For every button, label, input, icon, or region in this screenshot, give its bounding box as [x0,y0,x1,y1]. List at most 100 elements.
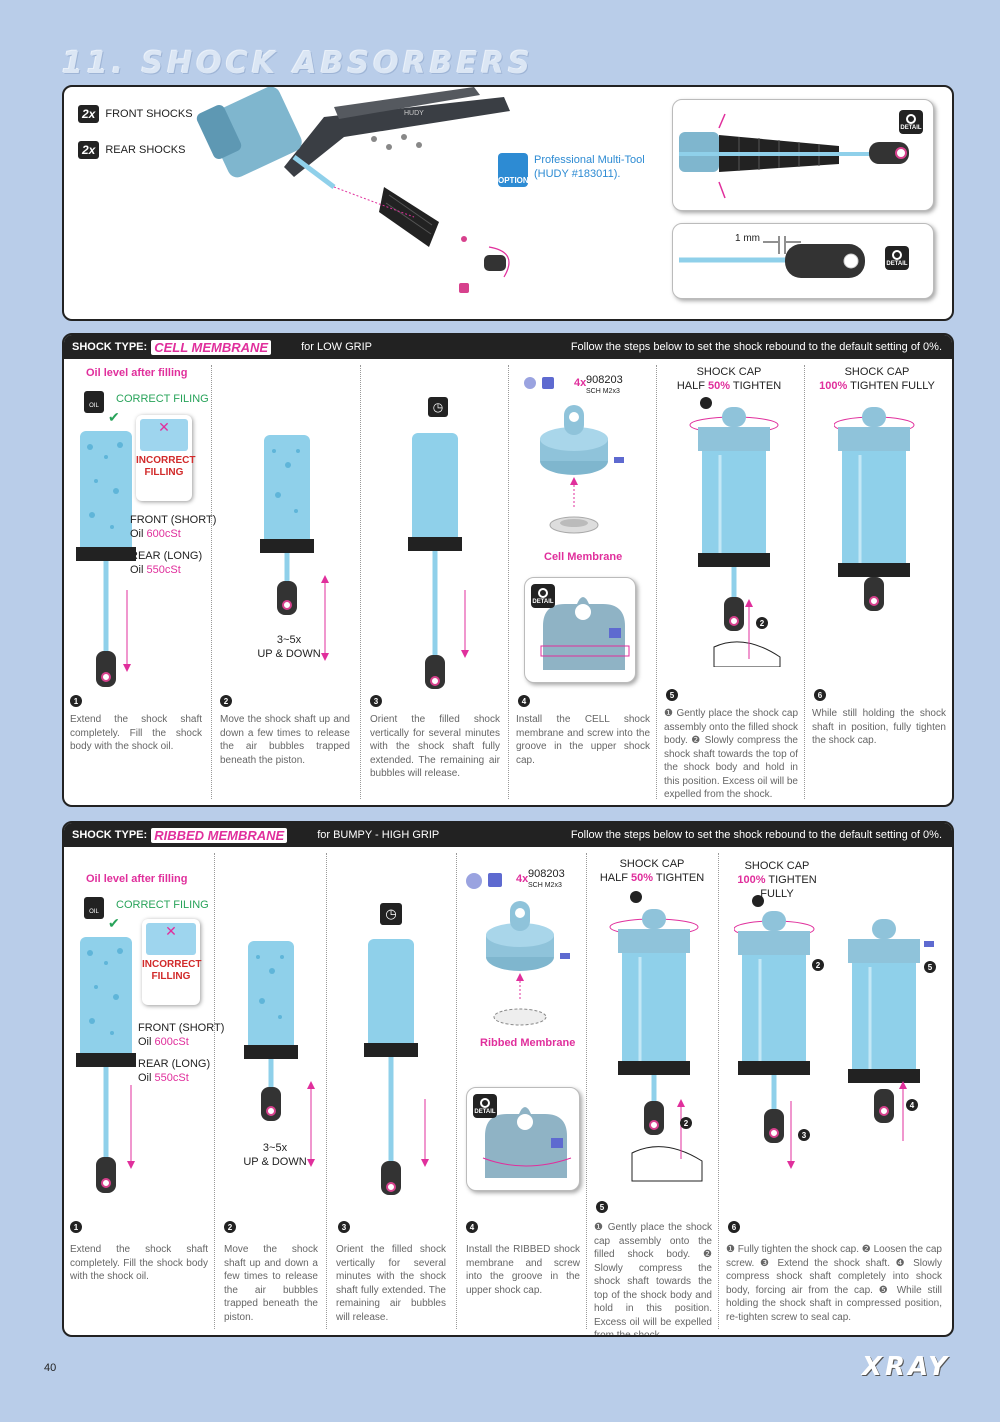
step-5-text: ❶ Gently place the shock cap assembly on… [594,1222,712,1337]
cap-full-heading: SHOCK CAP 100% TIGHTEN FULLY [737,860,817,900]
shock-type-desc: for LOW GRIP [301,341,372,353]
incorrect-filling-box: ✕ INCORRECT FILLING [142,919,201,1005]
cell-section-header: SHOCK TYPE: CELL MEMBRANE for LOW GRIP F… [64,335,952,359]
option-multitool: OPTION Professional Multi-Tool (HUDY #18… [498,153,645,187]
incorrect-line-2: FILLING [144,467,184,478]
front-short-label: FRONT (SHORT) Oil 600cSt [130,514,217,540]
cell-membrane-label: Cell Membrane [544,551,623,563]
cap-detail-illustration [482,1107,572,1178]
shock-cap-half-illustration [689,397,781,667]
callout-5: 5 [924,961,936,973]
screw-icon [542,377,554,389]
step-number-3: 3 [338,1221,350,1233]
step-1-text: Extend the shock shaft completely. Fill … [70,1244,208,1282]
stopwatch-icon: ◷ [428,397,448,417]
incorrect-filling-box: ✕ INCORRECT FILLING [136,415,196,501]
correct-filling-label: CORRECT FILING [116,393,209,405]
front-shocks-qty: 2x FRONT SHOCKS [78,105,193,123]
step-number-2: 2 [224,1221,236,1233]
checkmark-icon: ✔ [108,915,120,931]
option-badge-label: OPTION [498,176,529,185]
bellows-detail-illustration [679,113,909,199]
washer-icon [466,873,482,889]
callout-3: 3 [798,1129,810,1141]
shock-bubbles-illustration [244,941,298,1121]
down-arrow-3 [421,1099,429,1167]
step-number-5: 5 [596,1201,608,1213]
shock-vertical-illustration [408,433,462,689]
detail-cap-box: DETAIL [466,1087,580,1191]
page-number: 40 [44,1362,57,1374]
qty-4x: 4x [516,873,529,885]
washer-icon [524,377,536,389]
shock-type-label: SHOCK TYPE: [72,341,148,353]
step-2-text: Move the shock shaft up and down a few t… [224,1244,318,1323]
step-number-6: 6 [814,689,826,701]
front-qty-badge: 2x [78,105,100,123]
oil-bottle-icon: OIL [84,897,104,919]
down-arrow [123,590,131,672]
detail-cap-box: DETAIL [524,577,636,683]
zoom-detail-icon-2: DETAIL [885,246,909,270]
down-arrow-3 [461,590,469,658]
step-6-text: ❶ Fully tighten the shock cap. ❷ Loosen … [726,1244,942,1323]
step-4-text: Install the CELL shock membrane and scre… [516,714,650,766]
cap-full-heading: SHOCK CAP 100% TIGHTEN FULLY [819,366,935,392]
step-4-text: Install the RIBBED shock membrane and sc… [466,1244,580,1296]
rear-long-label: REAR (LONG) Oil 550cSt [130,550,203,576]
shock-type-name: RIBBED MEMBRANE [151,827,288,843]
callout-4: 4 [906,1099,918,1111]
oring-part [461,236,467,242]
brand-logo: XRAY [861,1352,950,1382]
front-short-label: FRONT (SHORT) Oil 600cSt [138,1022,225,1048]
shock-filled-oil-illustration [76,937,136,1193]
multi-tool-icon: HUDY [284,87,510,177]
step-number-1: 1 [70,1221,82,1233]
shock-cap-full-illustration-a [734,895,815,1143]
shock-type-label: SHOCK TYPE: [72,829,148,841]
cross-icon: ✕ [140,419,188,451]
zoom-detail-icon-3: DETAIL [473,1094,497,1118]
oil-bottle-icon: OIL [84,391,104,413]
step-2-text: Move the shock shaft up and down a few t… [220,714,350,766]
down-arrow [127,1085,135,1169]
rear-shocks-label: REAR SHOCKS [105,144,186,156]
shock-tool-illustration: HUDY [196,87,510,293]
oil-level-label: Oil level after filling [86,873,188,885]
measure-1mm-label: 1 mm [735,233,760,244]
shock-vertical-illustration [364,939,418,1195]
detail-bellows-box: DETAIL [672,99,934,211]
step-number-1: 1 [70,695,82,707]
step-1-text: Extend the shock shaft completely. Fill … [70,714,202,752]
shock-bubbles-illustration [260,435,314,615]
shock-cap-full-illustration [834,407,915,611]
step-3-text: Orient the filled shock vertically for s… [336,1244,446,1323]
zoom-detail-icon: DETAIL [899,110,923,134]
shock-overview-panel: 2x FRONT SHOCKS 2x REAR SHOCKS HUDY [62,85,954,321]
cross-icon: ✕ [146,923,196,955]
shock-body-illustration [196,87,336,189]
detail-rodend-box: 1 mm DETAIL [672,223,934,299]
shock-type-name: CELL MEMBRANE [151,339,272,355]
ribbed-membrane-label: Ribbed Membrane [480,1037,576,1049]
step-number-6: 6 [728,1221,740,1233]
oil-level-label: Oil level after filling [86,367,188,379]
step-number-3: 3 [370,695,382,707]
shock-cap-half-illustration [609,891,703,1182]
upper-cap-illustration [486,901,570,1026]
upper-cap-illustration [540,405,624,534]
shock-filled-oil-illustration [76,431,136,687]
qty-4x: 4x [574,377,587,389]
ribbed-membrane-section: SHOCK TYPE: RIBBED MEMBRANE for BUMPY - … [62,821,954,1337]
rodend-detail-illustration [679,236,865,278]
correct-filling-label: CORRECT FILING [116,899,209,911]
option-line-2: (HUDY #183011). [534,168,621,180]
incorrect-line-1: INCORRECT [136,455,196,466]
cell-membrane-section: SHOCK TYPE: CELL MEMBRANE for LOW GRIP F… [62,333,954,807]
ball-part [459,283,469,293]
rear-qty-badge: 2x [78,141,100,159]
